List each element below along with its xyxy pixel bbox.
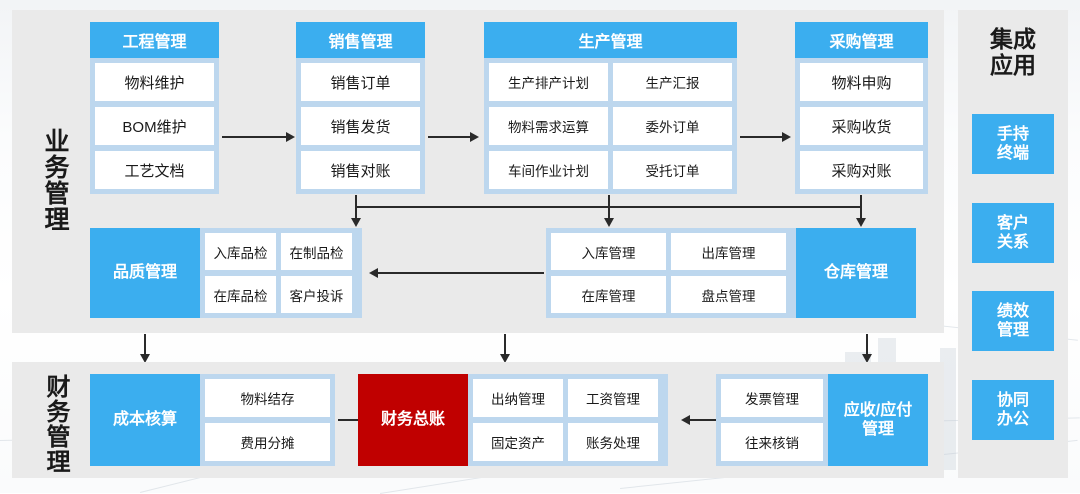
arrow-sales-to-production	[428, 136, 472, 138]
arrow-warehouse-down-receivable-head	[862, 354, 872, 363]
module-production-body: 生产排产计划 生产汇报 物料需求运算 委外订单 车间作业计划 受托订单	[484, 58, 737, 194]
chip-fixed-assets[interactable]: 固定资产	[473, 423, 563, 461]
arrow-production-to-purchasing	[740, 136, 784, 138]
arrow-receivable-to-ledger-head	[681, 415, 690, 425]
chip-in-stock-management[interactable]: 在库管理	[551, 276, 666, 313]
module-production-header: 生产管理	[484, 22, 737, 58]
arrow-sales-down-head	[351, 218, 361, 227]
chip-accounting-processing[interactable]: 账务处理	[568, 423, 658, 461]
module-cost-accounting-label: 成本核算	[90, 374, 200, 466]
flow-drop-warehouse-to-receivable	[866, 334, 868, 356]
chip-sales-order[interactable]: 销售订单	[301, 63, 420, 101]
chip-expense-allocation[interactable]: 费用分摊	[205, 423, 330, 461]
chip-sales-reconciliation[interactable]: 销售对账	[301, 151, 420, 189]
module-sales[interactable]: 销售管理 销售订单 销售发货 销售对账	[296, 22, 425, 194]
integration-panel-title: 集成 应用	[990, 26, 1036, 79]
arrow-receivable-to-ledger	[690, 419, 732, 421]
module-general-ledger[interactable]: 财务总账 出纳管理 工资管理 固定资产 账务处理	[358, 374, 668, 466]
integration-item-handheld[interactable]: 手持 终端	[972, 114, 1054, 174]
chip-in-stock-inspection[interactable]: 在库品检	[205, 276, 276, 313]
flow-stem-production	[608, 195, 610, 207]
arrow-production-down-head	[604, 218, 614, 227]
module-warehouse[interactable]: 入库管理 出库管理 在库管理 盘点管理 仓库管理	[546, 228, 916, 318]
module-receivable-payable-label: 应收/应付 管理	[828, 374, 928, 466]
chip-customer-complaint[interactable]: 客户投诉	[281, 276, 352, 313]
chip-sales-delivery[interactable]: 销售发货	[301, 107, 420, 145]
chip-purchase-receipt[interactable]: 采购收货	[800, 107, 923, 145]
module-sales-header: 销售管理	[296, 22, 425, 58]
module-sales-body: 销售订单 销售发货 销售对账	[296, 58, 425, 194]
flow-stem-purchasing	[860, 195, 862, 207]
arrow-engineering-to-sales-head	[286, 132, 295, 142]
module-cost-accounting[interactable]: 成本核算 物料结存 费用分摊	[90, 374, 335, 466]
finance-management-label: 财务管理	[42, 374, 69, 474]
flow-drop-quality-to-cost	[144, 334, 146, 356]
flow-stem-sales	[355, 195, 357, 207]
module-quality-body: 入库品检 在制品检 在库品检 客户投诉	[200, 228, 362, 318]
module-engineering-header: 工程管理	[90, 22, 219, 58]
chip-outbound-management[interactable]: 出库管理	[671, 233, 786, 270]
arrow-warehouse-to-quality	[378, 272, 544, 274]
flow-drop-sales	[355, 206, 357, 220]
chip-material-maintenance[interactable]: 物料维护	[95, 63, 214, 101]
arrow-quality-down-head	[140, 354, 150, 363]
chip-workshop-work-plan[interactable]: 车间作业计划	[489, 151, 608, 189]
module-general-ledger-label: 财务总账	[358, 374, 468, 466]
module-warehouse-label: 仓库管理	[796, 228, 916, 318]
arrow-sales-to-production-head	[470, 132, 479, 142]
chip-outsourcing-order[interactable]: 委外订单	[613, 107, 732, 145]
module-quality[interactable]: 品质管理 入库品检 在制品检 在库品检 客户投诉	[90, 228, 362, 318]
chip-purchase-reconciliation[interactable]: 采购对账	[800, 151, 923, 189]
chip-inbound-inspection[interactable]: 入库品检	[205, 233, 276, 270]
chip-material-balance[interactable]: 物料结存	[205, 379, 330, 417]
module-cost-accounting-body: 物料结存 费用分摊	[200, 374, 335, 466]
arrow-cost-to-ledger	[338, 419, 374, 421]
chip-payroll-management[interactable]: 工资管理	[568, 379, 658, 417]
module-engineering-body: 物料维护 BOM维护 工艺文档	[90, 58, 219, 194]
chip-stocktaking-management[interactable]: 盘点管理	[671, 276, 786, 313]
chip-inbound-management[interactable]: 入库管理	[551, 233, 666, 270]
arrow-warehouse-to-quality-head	[369, 268, 378, 278]
module-quality-label: 品质管理	[90, 228, 200, 318]
module-receivable-payable[interactable]: 发票管理 往来核销 应收/应付 管理	[716, 374, 928, 466]
flow-drop-warehouse-to-ledger	[504, 334, 506, 356]
chip-current-account-writeoff[interactable]: 往来核销	[721, 423, 823, 461]
integration-item-crm[interactable]: 客户 关系	[972, 203, 1054, 263]
module-purchasing-body: 物料申购 采购收货 采购对账	[795, 58, 928, 194]
arrow-warehouse-down-ledger-head	[500, 354, 510, 363]
chip-cashier-management[interactable]: 出纳管理	[473, 379, 563, 417]
module-production[interactable]: 生产管理 生产排产计划 生产汇报 物料需求运算 委外订单 车间作业计划 受托订单	[484, 22, 737, 194]
arrow-engineering-to-sales	[222, 136, 288, 138]
integration-item-oa[interactable]: 协同 办公	[972, 380, 1054, 440]
arrow-production-to-purchasing-head	[782, 132, 791, 142]
chip-material-requirement-calc[interactable]: 物料需求运算	[489, 107, 608, 145]
chip-process-document[interactable]: 工艺文档	[95, 151, 214, 189]
module-receivable-payable-body: 发票管理 往来核销	[716, 374, 828, 466]
chip-wip-inspection[interactable]: 在制品检	[281, 233, 352, 270]
chip-material-requisition[interactable]: 物料申购	[800, 63, 923, 101]
chip-invoice-management[interactable]: 发票管理	[721, 379, 823, 417]
chip-entrusted-order[interactable]: 受托订单	[613, 151, 732, 189]
chip-production-schedule-plan[interactable]: 生产排产计划	[489, 63, 608, 101]
chip-bom-maintenance[interactable]: BOM维护	[95, 107, 214, 145]
module-purchasing-header: 采购管理	[795, 22, 928, 58]
integration-item-performance[interactable]: 绩效 管理	[972, 291, 1054, 351]
flow-drop-purchasing	[860, 206, 862, 220]
arrow-purchasing-down-head	[856, 218, 866, 227]
module-warehouse-body: 入库管理 出库管理 在库管理 盘点管理	[546, 228, 796, 318]
business-management-label: 业务管理	[41, 128, 69, 232]
module-engineering[interactable]: 工程管理 物料维护 BOM维护 工艺文档	[90, 22, 219, 194]
chip-production-report[interactable]: 生产汇报	[613, 63, 732, 101]
module-general-ledger-body: 出纳管理 工资管理 固定资产 账务处理	[468, 374, 668, 466]
flow-drop-production	[608, 206, 610, 220]
module-purchasing[interactable]: 采购管理 物料申购 采购收货 采购对账	[795, 22, 928, 194]
